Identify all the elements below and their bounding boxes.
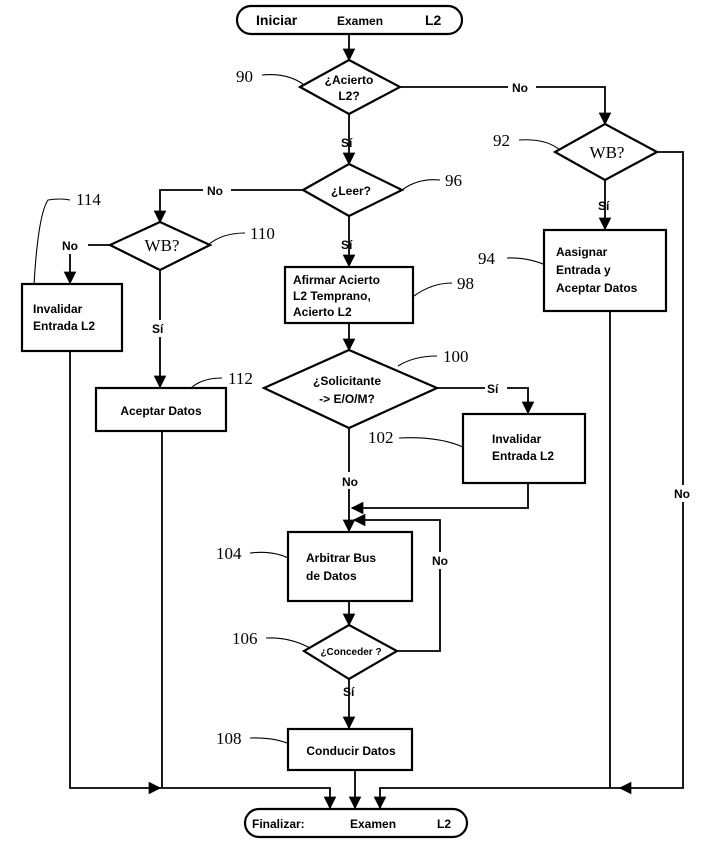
start-word-3: L2 bbox=[425, 12, 442, 28]
leader-110 bbox=[207, 232, 246, 246]
decision-acierto: ¿Acierto L2? bbox=[297, 58, 403, 116]
end-word-1: Finalizar: bbox=[252, 817, 305, 831]
end-word-2: Examen bbox=[350, 817, 396, 831]
label-acierto-no: No bbox=[512, 81, 528, 95]
solicitante-line-1: ¿Solicitante bbox=[313, 374, 381, 388]
label-leer-si: Sí bbox=[341, 238, 353, 252]
start-word-2: Examen bbox=[337, 14, 383, 28]
arrow-solicitante-si bbox=[437, 387, 535, 415]
asignar-line-2: Entrada y bbox=[556, 263, 611, 277]
asignar-line-3: Aceptar Datos bbox=[556, 281, 638, 295]
leader-108 bbox=[249, 737, 293, 746]
process-invalidar-mid: Invalidar Entrada L2 bbox=[461, 412, 587, 485]
invalidar-mid-line-1: Invalidar bbox=[492, 432, 542, 446]
label-leer-no: No bbox=[207, 184, 223, 198]
invalidar-left-line-2: Entrada L2 bbox=[33, 319, 95, 333]
ref-108: 108 bbox=[216, 729, 242, 748]
ref-100: 100 bbox=[443, 347, 469, 366]
arrow-conceder-no-loop bbox=[352, 513, 441, 652]
arrow-leer-no bbox=[153, 189, 303, 224]
process-invalidar-left: Invalidar Entrada L2 bbox=[20, 282, 124, 353]
afirmar-line-1: Afirmar Acierto bbox=[293, 273, 380, 287]
acierto-line-1: ¿Acierto bbox=[325, 73, 374, 87]
ref-106: 106 bbox=[232, 629, 258, 648]
leer-text: ¿Leer? bbox=[331, 184, 371, 198]
leader-100 bbox=[397, 355, 438, 367]
arbitrar-line-2: de Datos bbox=[306, 569, 357, 583]
afirmar-line-2: L2 Temprano, bbox=[293, 289, 371, 303]
arbitrar-line-1: Arbitrar Bus bbox=[306, 551, 376, 565]
afirmar-line-3: Acierto L2 bbox=[293, 305, 352, 319]
leader-104 bbox=[249, 551, 293, 561]
label-conceder-no: No bbox=[432, 554, 448, 568]
ref-92: 92 bbox=[493, 131, 510, 150]
conducir-text: Conducir Datos bbox=[306, 744, 396, 758]
ref-94: 94 bbox=[478, 249, 496, 268]
label-solicitante-si: Sí bbox=[487, 382, 499, 396]
label-wbright-si: Sí bbox=[598, 199, 610, 213]
arrow-invalidar-mid-merge bbox=[350, 483, 529, 515]
leader-106 bbox=[265, 637, 311, 649]
decision-solicitante: ¿Solicitante -> E/O/M? bbox=[261, 348, 440, 430]
label-wbright-no: No bbox=[674, 487, 690, 501]
end-terminal: Finalizar: Examen L2 bbox=[243, 807, 469, 839]
conceder-text: ¿Conceder ? bbox=[320, 647, 381, 658]
ref-90: 90 bbox=[236, 67, 253, 86]
decision-wb-right: WB? bbox=[552, 122, 660, 182]
arrow-acierto-no bbox=[400, 86, 612, 126]
reference-numbers: 90 92 96 110 94 98 114 112 100 102 104 1… bbox=[76, 67, 510, 748]
decision-conceder: ¿Conceder ? bbox=[301, 623, 400, 681]
asignar-line-1: Aasignar bbox=[556, 245, 608, 259]
arrow-left-to-end bbox=[160, 787, 337, 810]
decision-wb-left: WB? bbox=[107, 220, 213, 272]
leader-98 bbox=[413, 282, 453, 297]
arrow-right-to-end bbox=[373, 787, 620, 810]
leader-94 bbox=[506, 257, 549, 267]
leader-102 bbox=[398, 437, 466, 449]
ref-112: 112 bbox=[228, 369, 253, 388]
process-afirmar: Afirmar Acierto L2 Temprano, Acierto L2 bbox=[283, 265, 415, 325]
process-asignar: Aasignar Entrada y Aceptar Datos bbox=[542, 228, 668, 313]
edge-labels: No Sí Sí No Sí No Sí Sí No No Sí No bbox=[60, 78, 698, 699]
start-word-1: Iniciar bbox=[256, 12, 298, 28]
ref-114: 114 bbox=[76, 190, 101, 209]
ref-102: 102 bbox=[368, 428, 394, 447]
decision-leer: ¿Leer? bbox=[300, 162, 405, 218]
leader-92 bbox=[518, 139, 563, 153]
invalidar-mid-line-2: Entrada L2 bbox=[492, 449, 554, 463]
label-conceder-si: Sí bbox=[343, 685, 355, 699]
label-wbleft-si: Sí bbox=[152, 322, 164, 336]
aceptar-text: Aceptar Datos bbox=[120, 404, 202, 418]
line-invalidar-left-down bbox=[69, 351, 162, 795]
connectors bbox=[63, 35, 684, 810]
ref-98: 98 bbox=[457, 274, 474, 293]
start-terminal: Iniciar Examen L2 bbox=[235, 4, 464, 36]
arrow-wbright-no bbox=[618, 151, 684, 795]
process-aceptar: Aceptar Datos bbox=[94, 386, 228, 433]
wb-right-text: WB? bbox=[590, 143, 625, 162]
label-solicitante-no: No bbox=[342, 475, 358, 489]
invalidar-left-line-1: Invalidar bbox=[33, 302, 83, 316]
acierto-line-2: L2? bbox=[338, 89, 359, 103]
ref-104: 104 bbox=[216, 544, 242, 563]
ref-110: 110 bbox=[250, 224, 275, 243]
solicitante-line-2: -> E/O/M? bbox=[319, 392, 375, 406]
ref-96: 96 bbox=[445, 171, 462, 190]
process-arbitrar: Arbitrar Bus de Datos bbox=[286, 530, 414, 603]
end-word-3: L2 bbox=[437, 817, 451, 831]
leader-96 bbox=[401, 179, 441, 191]
label-wbleft-no: No bbox=[62, 239, 78, 253]
leader-114 bbox=[33, 198, 71, 286]
wb-left-text: WB? bbox=[145, 236, 180, 255]
process-conducir: Conducir Datos bbox=[286, 727, 414, 772]
label-acierto-si: Sí bbox=[341, 136, 353, 150]
